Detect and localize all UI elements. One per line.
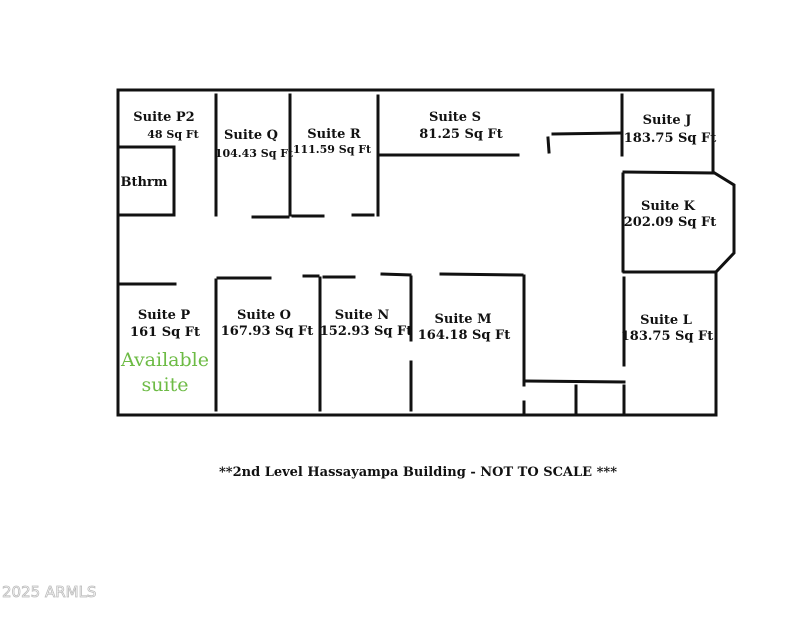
- suite-k-name: Suite K: [641, 199, 696, 214]
- suite-j-name: Suite J: [643, 113, 692, 128]
- outer-wall-bay: [710, 169, 736, 275]
- suite-k-area: 202.09 Sq Ft: [624, 215, 717, 230]
- suite-l-area: 183.75 Sq Ft: [621, 329, 714, 344]
- suite-s-area: 81.25 Sq Ft: [419, 127, 502, 142]
- wall-j-partial: [551, 131, 622, 136]
- suite-m-area: 164.18 Sq Ft: [418, 328, 511, 343]
- suite-n-area: 152.93 Sq Ft: [320, 324, 413, 339]
- wall-s-stub: [546, 136, 551, 154]
- wall-j-k: [622, 170, 715, 175]
- suite-q: Suite Q 104.43 Sq Ft: [215, 128, 294, 160]
- wall-m-top: [439, 272, 524, 277]
- suite-k: Suite K 202.09 Sq Ft: [624, 199, 717, 230]
- suite-p2-area: 48 Sq Ft: [147, 128, 199, 141]
- suite-p: Suite P 161 Sq Ft Available suite: [120, 308, 209, 396]
- suite-o-name: Suite O: [237, 308, 291, 323]
- suite-m-name: Suite M: [435, 312, 492, 327]
- suite-s: Suite S 81.25 Sq Ft: [419, 110, 502, 142]
- suite-n: Suite N 152.93 Sq Ft: [320, 308, 413, 339]
- bathroom-label: Bthrm: [120, 175, 167, 190]
- suite-p-area: 161 Sq Ft: [130, 325, 200, 340]
- available-label-line2: suite: [142, 374, 189, 396]
- suite-n-name: Suite N: [335, 308, 390, 323]
- suite-o: Suite O 167.93 Sq Ft: [221, 308, 314, 339]
- suite-l-name: Suite L: [640, 313, 692, 328]
- suite-s-name: Suite S: [429, 110, 481, 125]
- wall-closet-top: [524, 379, 626, 384]
- suite-p2: Suite P2 48 Sq Ft: [133, 110, 199, 141]
- available-label-line1: Available: [120, 349, 209, 371]
- room-labels: Suite P2 48 Sq Ft Suite Q 104.43 Sq Ft S…: [120, 110, 716, 396]
- suite-p2-name: Suite P2: [133, 110, 194, 125]
- suite-j: Suite J 183.75 Sq Ft: [624, 113, 717, 146]
- suite-r: Suite R 111.59 Sq Ft: [293, 127, 372, 156]
- suite-r-area: 111.59 Sq Ft: [293, 143, 372, 156]
- suite-r-name: Suite R: [307, 127, 361, 142]
- watermark: 2025 ARMLS: [2, 583, 96, 601]
- suite-q-name: Suite Q: [224, 128, 278, 143]
- suite-m: Suite M 164.18 Sq Ft: [418, 312, 511, 343]
- walls: [116, 88, 736, 417]
- suite-o-area: 167.93 Sq Ft: [221, 324, 314, 339]
- suite-q-area: 104.43 Sq Ft: [215, 147, 294, 160]
- wall-n-m-top: [380, 272, 412, 277]
- suite-p-name: Suite P: [138, 308, 191, 323]
- suite-l: Suite L 183.75 Sq Ft: [621, 313, 714, 344]
- plan-caption: **2nd Level Hassayampa Building - NOT TO…: [219, 465, 617, 480]
- suite-j-area: 183.75 Sq Ft: [624, 131, 717, 146]
